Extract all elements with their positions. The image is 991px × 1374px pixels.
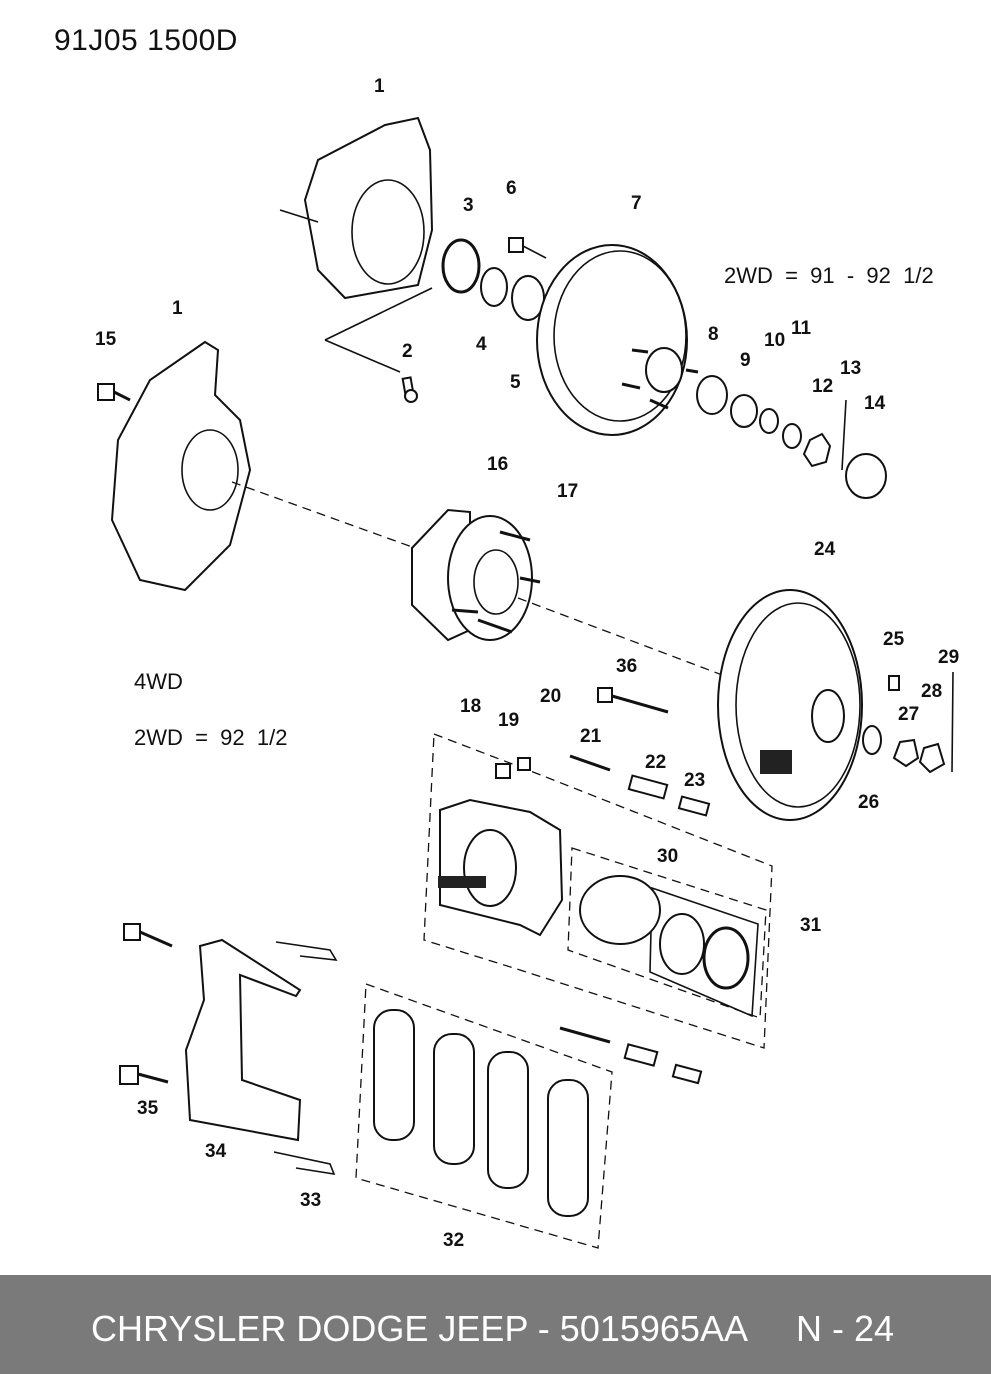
- callout-29: 29: [938, 647, 959, 668]
- callout-24: 24: [814, 539, 836, 560]
- callout-27: 27: [898, 704, 919, 725]
- note-hub-2wd: 2WD = 92 1/2: [134, 725, 288, 750]
- callout-16: 16: [487, 454, 508, 475]
- bolt-15: [97, 383, 131, 402]
- callout-23: 23: [684, 770, 705, 791]
- callout-8: 8: [708, 324, 719, 345]
- note-rotor-2wd: 2WD = 91 - 92 1/2: [724, 263, 934, 288]
- seal-bearing-race: [441, 238, 545, 321]
- callout-4: 4: [476, 334, 487, 355]
- rotor-4wd-small-parts: [862, 671, 954, 774]
- callout-11: 11: [791, 318, 812, 339]
- caliper-housing: [438, 798, 564, 937]
- bolt-36: [597, 687, 669, 714]
- bolt-6: [508, 237, 547, 259]
- callout-31: 31: [800, 915, 822, 936]
- rotor-small-parts: [696, 375, 887, 499]
- callout-6: 6: [506, 178, 517, 199]
- callouts: 1 2 3 4 5 6 7 8 9 10 11 12 13 14 1 15 16…: [95, 76, 959, 1251]
- callout-13: 13: [840, 358, 861, 379]
- callout-9: 9: [740, 350, 751, 371]
- exploded-brake-diagram: 1 2 3 4 5 6 7 8 9 10 11 12 13 14 1 15 16…: [95, 76, 959, 1251]
- note-4wd: 4WD: [134, 669, 183, 694]
- callout-21: 21: [580, 726, 602, 747]
- splash-shield-upper: [279, 116, 434, 373]
- callout-28: 28: [921, 681, 942, 702]
- callout-3: 3: [463, 195, 474, 216]
- hub-4wd: [411, 508, 541, 642]
- callout-20: 20: [540, 686, 561, 707]
- anchor-bracket: [119, 923, 338, 1176]
- callout-17: 17: [557, 481, 578, 502]
- bolt-2: [401, 376, 418, 403]
- footer-bar: [0, 1275, 991, 1374]
- callout-35: 35: [137, 1098, 159, 1119]
- callout-19: 19: [498, 710, 519, 731]
- callout-2: 2: [402, 341, 413, 362]
- callout-33: 33: [300, 1190, 321, 1211]
- callout-25: 25: [883, 629, 905, 650]
- callout-18: 18: [460, 696, 481, 717]
- callout-36: 36: [616, 656, 637, 677]
- callout-12: 12: [812, 376, 833, 397]
- callout-1: 1: [374, 76, 385, 97]
- splash-shield-lower: [110, 340, 252, 592]
- lower-pins: [559, 1026, 703, 1085]
- rotor-4wd: [717, 589, 863, 821]
- callout-32: 32: [443, 1230, 464, 1251]
- callout-10: 10: [764, 330, 785, 351]
- callout-34: 34: [205, 1141, 227, 1162]
- rotor-2wd: [536, 244, 699, 436]
- callout-22: 22: [645, 752, 666, 773]
- brake-pads: [355, 983, 613, 1249]
- callout-26: 26: [858, 792, 879, 813]
- callout-7: 7: [631, 193, 642, 214]
- caliper-pins: [495, 754, 711, 817]
- callout-1b: 1: [172, 298, 183, 319]
- header-code: 91J05 1500D: [54, 24, 238, 57]
- footer-text: CHRYSLER DODGE JEEP - 5015965AA N - 24: [91, 1308, 895, 1349]
- callout-5: 5: [510, 372, 521, 393]
- caliper-frame: [423, 733, 773, 1049]
- callout-14: 14: [864, 393, 886, 414]
- callout-30: 30: [657, 846, 678, 867]
- callout-15: 15: [95, 329, 117, 350]
- piston-and-seals: [567, 847, 767, 1019]
